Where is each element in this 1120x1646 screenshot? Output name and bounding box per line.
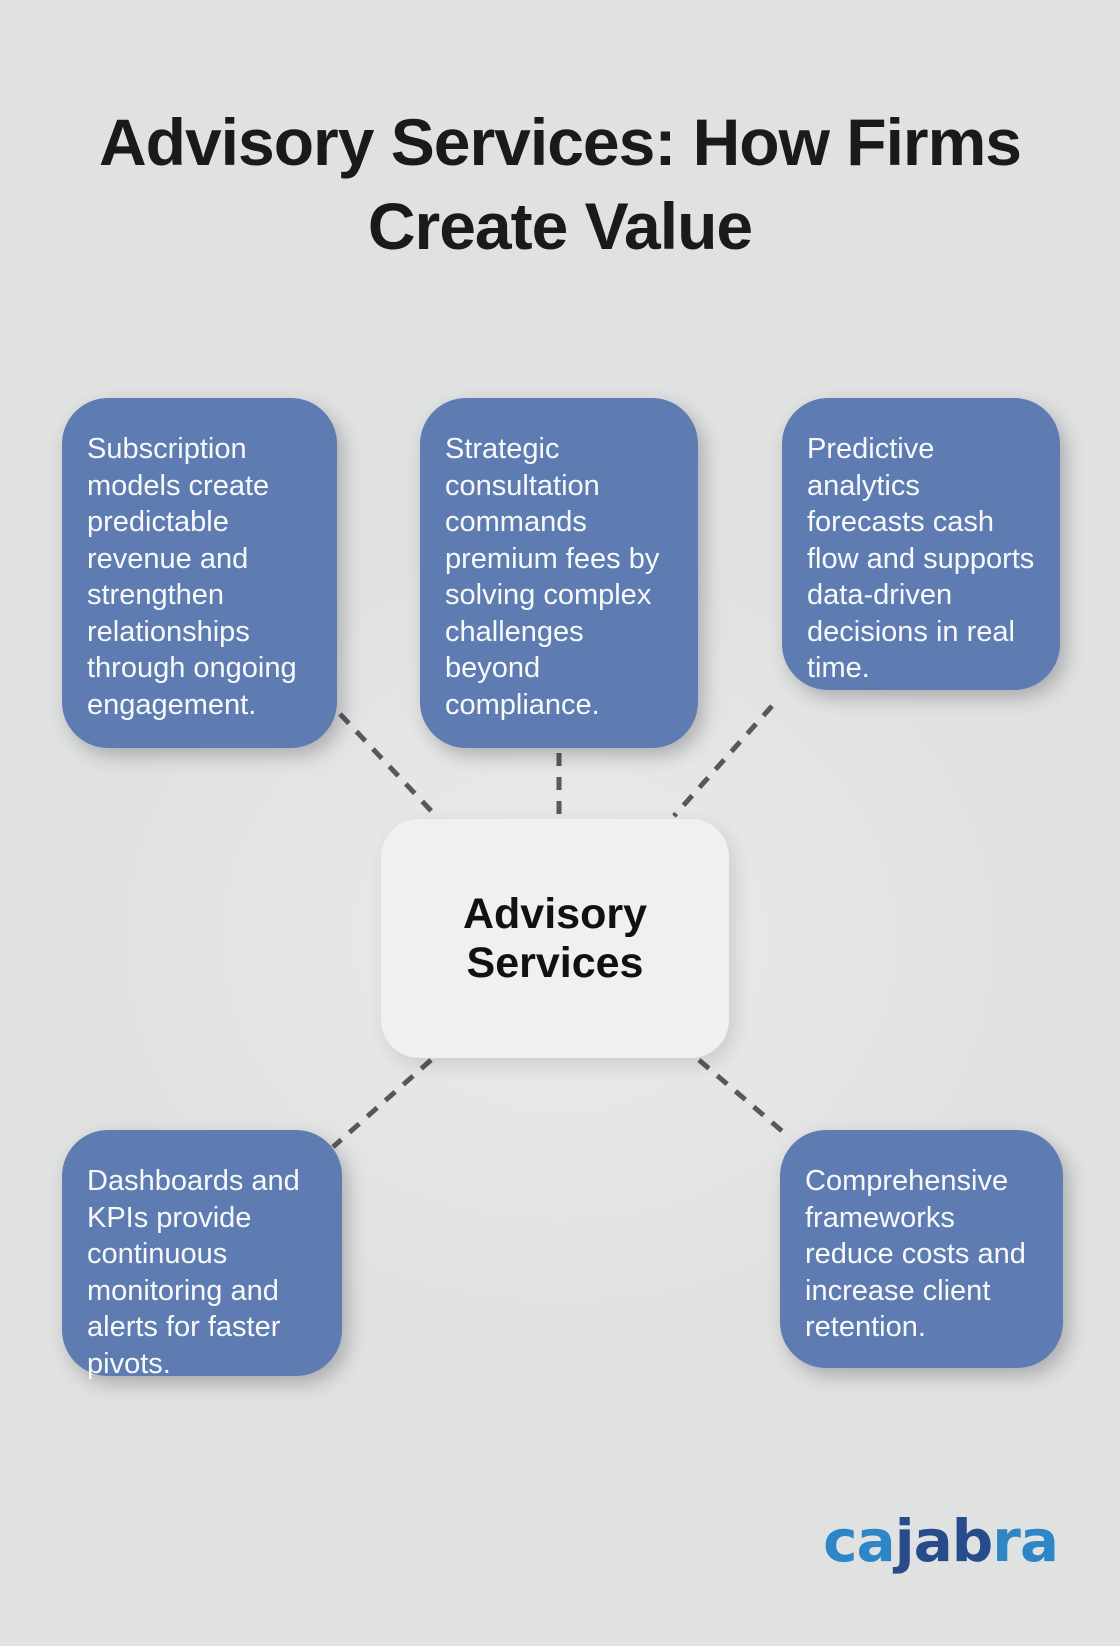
node-subscription-models: Subscription models create predictable r… [62, 398, 337, 748]
node-dashboards-kpis: Dashboards and KPIs provide continuous m… [62, 1130, 342, 1380]
node-subscription-models-text: Subscription models create predictable r… [87, 433, 297, 721]
node-dashboards-kpis-text: Dashboards and KPIs provide continuous m… [87, 1165, 300, 1380]
node-comprehensive-frameworks: Comprehensive frameworks reduce costs an… [780, 1130, 1063, 1368]
cajabra-logo-segment-light-2: ra [992, 1507, 1059, 1575]
cajabra-logo-segment-light-1: ca [823, 1507, 896, 1575]
node-strategic-consultation: Strategic consultation commands premium … [420, 398, 698, 748]
page-title-line-1: Advisory Services: How Firms [98, 105, 1022, 179]
node-predictive-analytics: Predictive analytics forecasts cash flow… [782, 398, 1060, 690]
connector-top-right [672, 704, 774, 818]
node-comprehensive-frameworks-text: Comprehensive frameworks reduce costs an… [805, 1165, 1026, 1343]
cajabra-logo: cajabra [823, 1512, 1059, 1570]
node-predictive-analytics-text: Predictive analytics forecasts cash flow… [807, 433, 1035, 684]
center-node: Advisory Services [381, 819, 729, 1058]
connector-bottom-left [331, 1058, 433, 1149]
node-strategic-consultation-text: Strategic consultation commands premium … [445, 433, 660, 721]
page-title: Advisory Services: How Firms Create Valu… [0, 100, 1120, 268]
center-node-label: Advisory Services [462, 890, 647, 987]
cajabra-logo-segment-dark: jab [894, 1507, 994, 1575]
page-title-line-2: Create Value [367, 189, 753, 263]
connector-top-left [338, 712, 438, 818]
connector-bottom-right [697, 1058, 791, 1139]
